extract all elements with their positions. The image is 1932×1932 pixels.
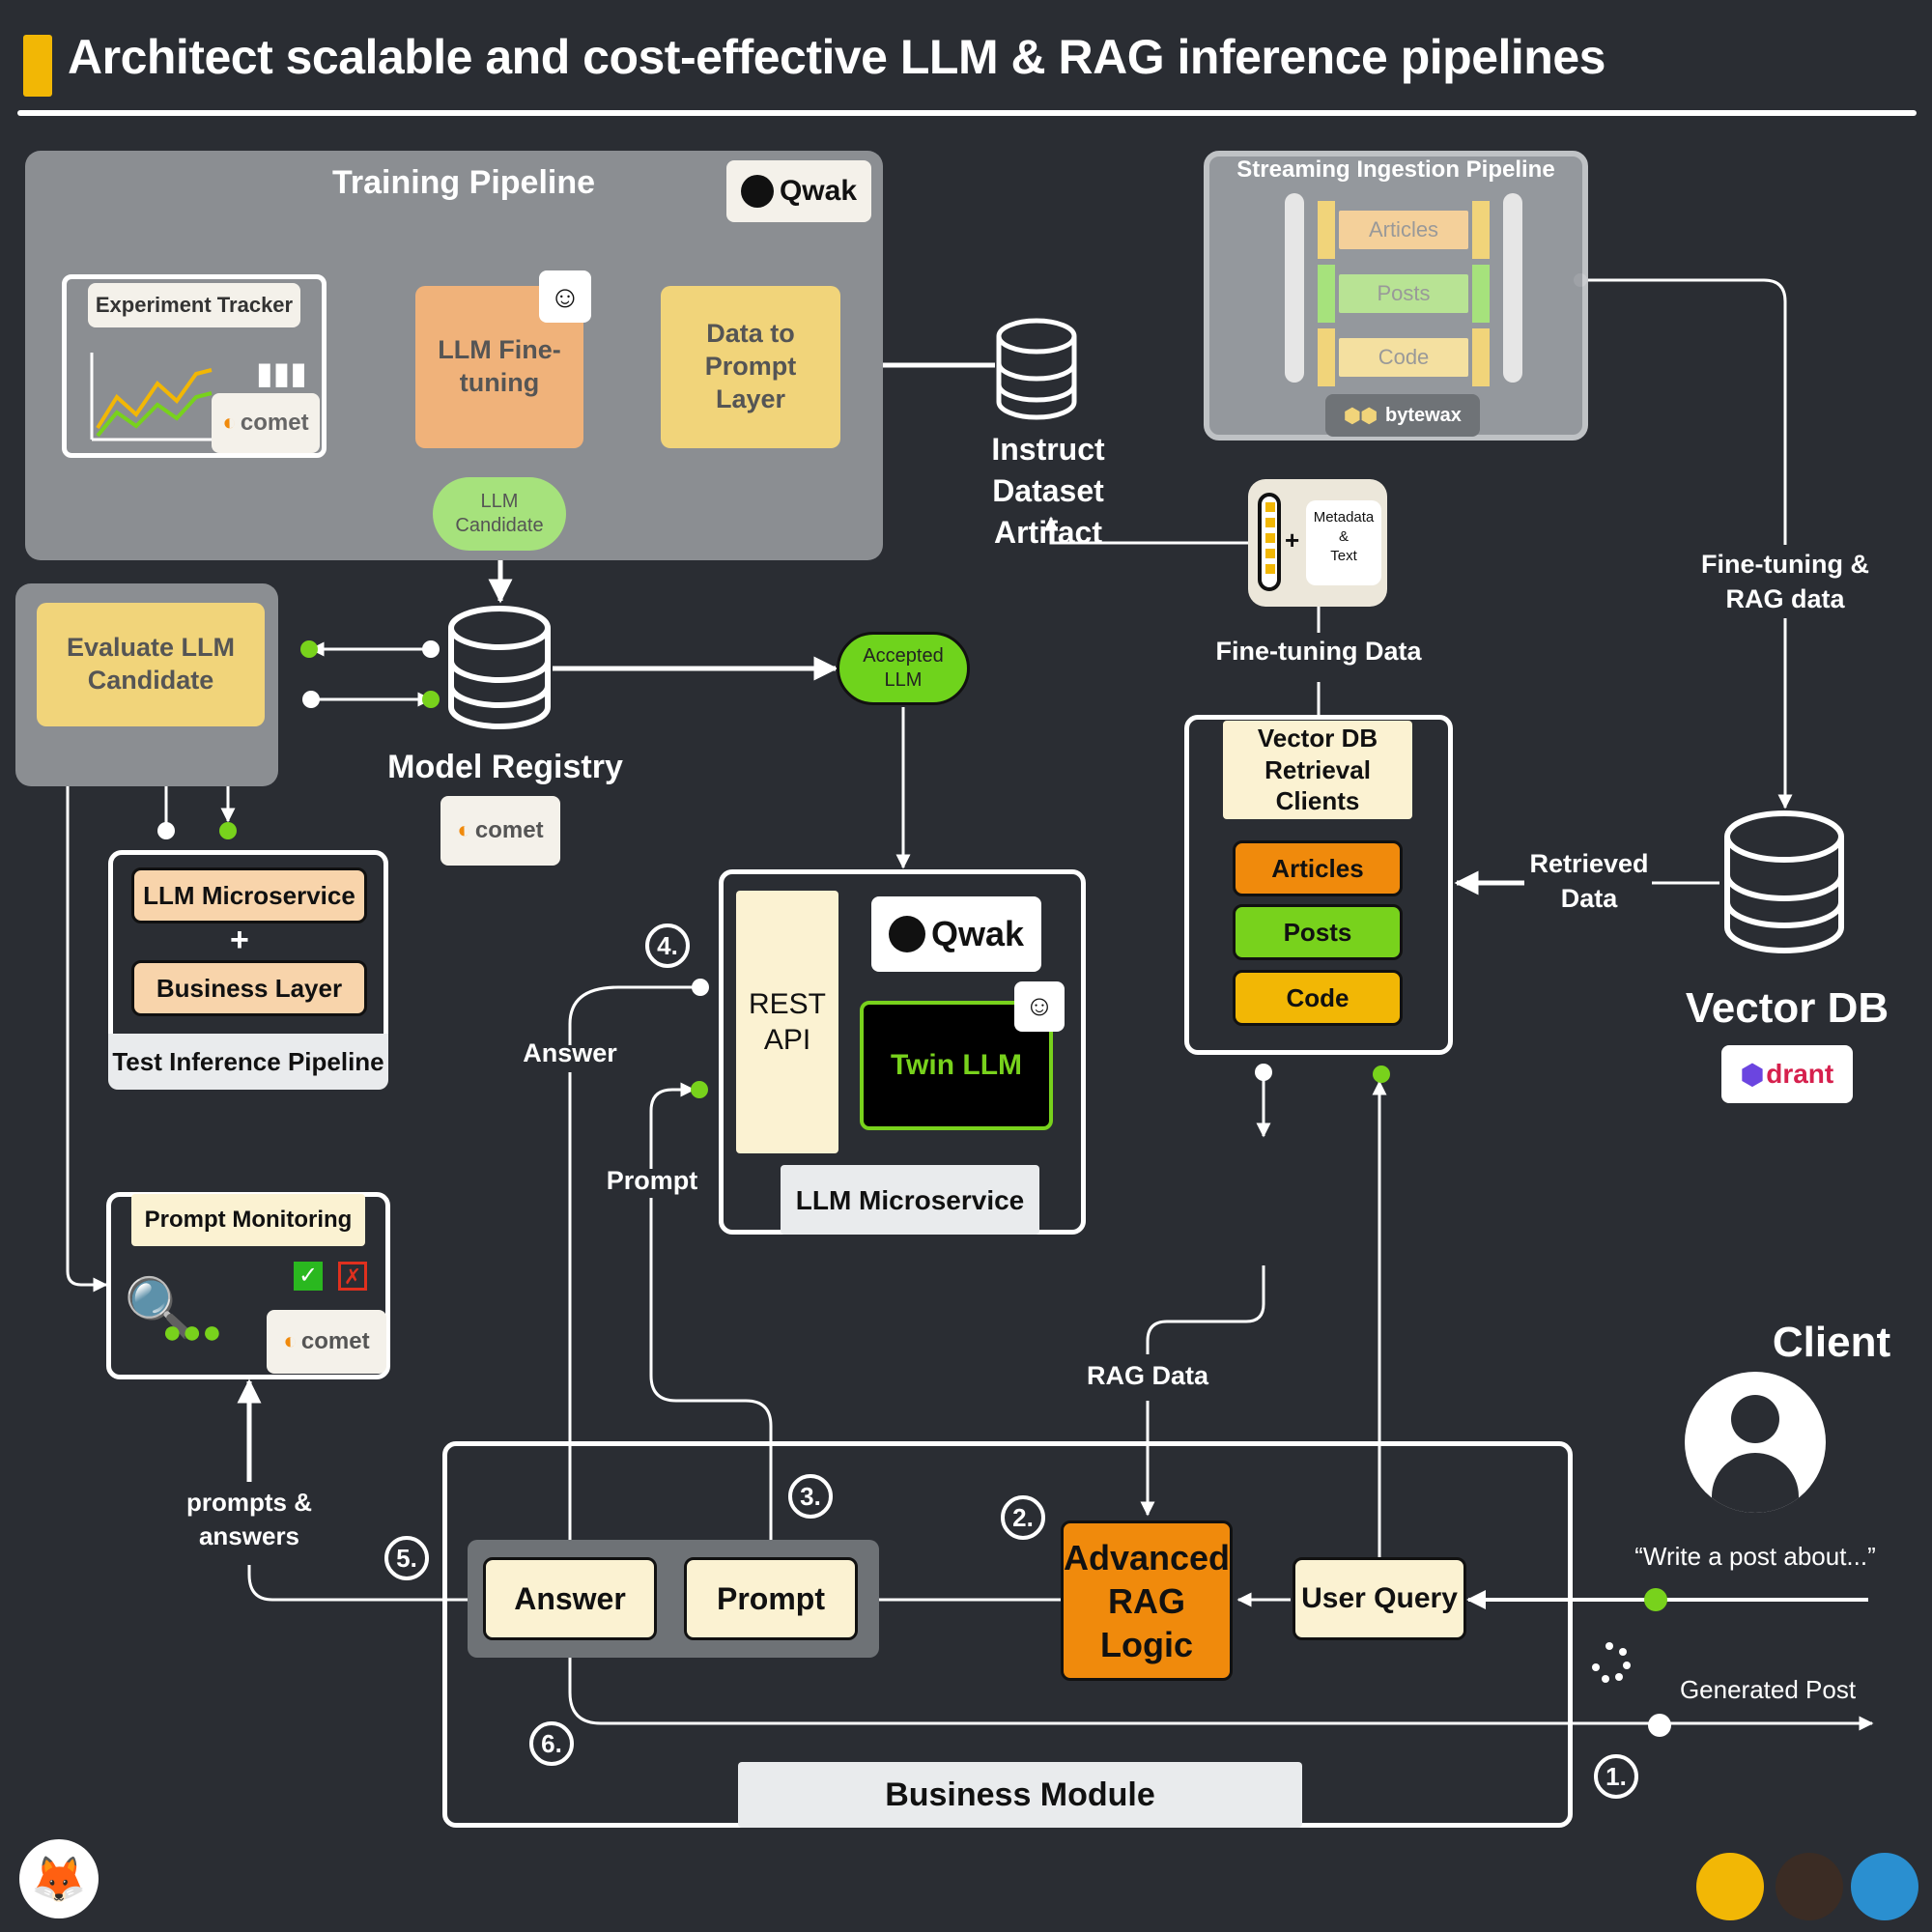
- comet-logo-monitoring: ◐comet: [267, 1310, 386, 1374]
- magnifier-person-icon: 🔍: [124, 1275, 196, 1340]
- retrieval-item-code: Code: [1233, 970, 1403, 1026]
- advanced-rag-logic-box: Advanced RAG Logic: [1061, 1520, 1233, 1681]
- test-llm-microservice-box: LLM Microservice: [131, 867, 367, 923]
- qwak-icon: [888, 916, 925, 952]
- database-icon-instruct: [996, 318, 1077, 420]
- qdrant-logo: ⬢drant: [1721, 1045, 1853, 1103]
- client-label: Client: [1772, 1319, 1891, 1366]
- evaluate-llm-candidate-box: Evaluate LLM Candidate: [37, 603, 265, 726]
- streaming-pipeline-panel: [1204, 151, 1588, 440]
- check-icon: ✓: [294, 1262, 323, 1291]
- text-label: Text: [1330, 548, 1357, 564]
- streaming-pipeline-title: Streaming Ingestion Pipeline: [1236, 156, 1555, 183]
- stream-item-articles: Articles: [1339, 211, 1468, 249]
- spinner-icon: [1592, 1642, 1631, 1683]
- prompts-answers-label: prompts & answers: [186, 1488, 312, 1551]
- llm-microservice-title: LLM Microservice: [781, 1165, 1039, 1235]
- instruct-dataset-label: Instruct Dataset Artifact: [991, 432, 1105, 551]
- retrieval-clients-panel: [1184, 715, 1453, 1055]
- qwak-logo: Qwak: [726, 160, 871, 222]
- step-6-badge: 6.: [529, 1721, 574, 1766]
- experiment-tracker-title: Experiment Tracker: [88, 283, 300, 327]
- qdrant-icon: ⬢: [1740, 1059, 1765, 1090]
- retrieval-clients-title: Vector DB Retrieval Clients: [1223, 721, 1412, 819]
- accepted-llm-pill: Accepted LLM: [837, 632, 970, 705]
- page-title: Architect scalable and cost-effective LL…: [68, 30, 1605, 84]
- vector-db-label: Vector DB: [1685, 984, 1889, 1032]
- step-2-badge: 2.: [1001, 1495, 1045, 1540]
- hexagon-icon: ⬢⬢: [1344, 405, 1378, 427]
- training-pipeline-title: Training Pipeline: [331, 164, 596, 201]
- test-inference-title: Test Inference Pipeline: [108, 1034, 388, 1090]
- metadata-text-card-top: + Metadata & Text: [1248, 479, 1387, 607]
- retrieval-item-articles: Articles: [1233, 840, 1403, 896]
- finetuning-data-label: Fine-tuning Data: [1215, 637, 1422, 666]
- business-answer-box: Answer: [483, 1557, 657, 1640]
- stream-item-posts: Posts: [1339, 274, 1468, 313]
- step-5-badge: 5.: [384, 1536, 429, 1580]
- data-to-prompt-box: Data to Prompt Layer: [661, 286, 840, 448]
- generated-post-label: Generated Post: [1679, 1675, 1857, 1704]
- author-avatar-2: [1776, 1853, 1843, 1920]
- rag-data-label: RAG Data: [1086, 1361, 1209, 1390]
- model-registry-label: Model Registry: [387, 749, 623, 785]
- business-prompt-box: Prompt: [684, 1557, 858, 1640]
- user-query-box: User Query: [1293, 1557, 1466, 1640]
- database-icon-vector: [1724, 810, 1844, 953]
- qwak-logo-microservice: Qwak: [871, 896, 1041, 972]
- experiment-tracker: Experiment Tracker ▮▮▮ ◐comet: [62, 274, 327, 458]
- retrieved-data-label: Retrieved Data: [1529, 849, 1649, 914]
- rest-api-box: REST API: [736, 891, 838, 1153]
- metadata-label: Metadata: [1313, 509, 1375, 526]
- fox-logo-icon: 🦊: [19, 1839, 99, 1918]
- user-avatar-icon: [1685, 1372, 1826, 1513]
- bytewax-logo: ⬢⬢bytewax: [1325, 394, 1480, 437]
- plus-sign: +: [230, 922, 249, 958]
- cross-icon: ✗: [338, 1262, 367, 1291]
- author-avatar-3: [1851, 1853, 1918, 1920]
- prompt-monitoring-title: Prompt Monitoring: [131, 1194, 365, 1246]
- step-1-badge: 1.: [1594, 1754, 1638, 1799]
- title-accent-bar: [23, 35, 52, 97]
- author-avatar-1: [1696, 1853, 1764, 1920]
- step-4-badge: 4.: [645, 923, 690, 968]
- retrieval-item-posts: Posts: [1233, 904, 1403, 960]
- comet-logo-tracker: ◐comet: [212, 393, 320, 453]
- database-icon-registry: [448, 606, 551, 729]
- business-module-title: Business Module: [738, 1762, 1302, 1828]
- write-post-label: “Write a post about...”: [1634, 1542, 1876, 1571]
- prompt-label: Prompt: [606, 1166, 698, 1195]
- line-chart-icon: [90, 353, 213, 441]
- bar-chart-icon: ▮▮▮: [256, 355, 307, 390]
- title-divider: [17, 110, 1917, 116]
- stream-bar-left: [1285, 193, 1304, 383]
- finetuning-rag-data-label: Fine-tuning & RAG data: [1701, 550, 1869, 614]
- huggingface-icon: ☺: [1014, 981, 1065, 1032]
- test-business-layer-box: Business Layer: [131, 960, 367, 1016]
- qwak-icon: [740, 175, 774, 208]
- stream-bar-right: [1503, 193, 1522, 383]
- llm-candidate-pill: LLM Candidate: [433, 477, 566, 551]
- step-3-badge: 3.: [788, 1474, 833, 1519]
- stream-item-code: Code: [1339, 338, 1468, 377]
- huggingface-icon: ☺: [539, 270, 591, 323]
- answer-label: Answer: [523, 1038, 617, 1067]
- comet-logo-registry: ◐comet: [440, 796, 560, 866]
- chat-bubbles-icon: ●●●: [162, 1314, 222, 1350]
